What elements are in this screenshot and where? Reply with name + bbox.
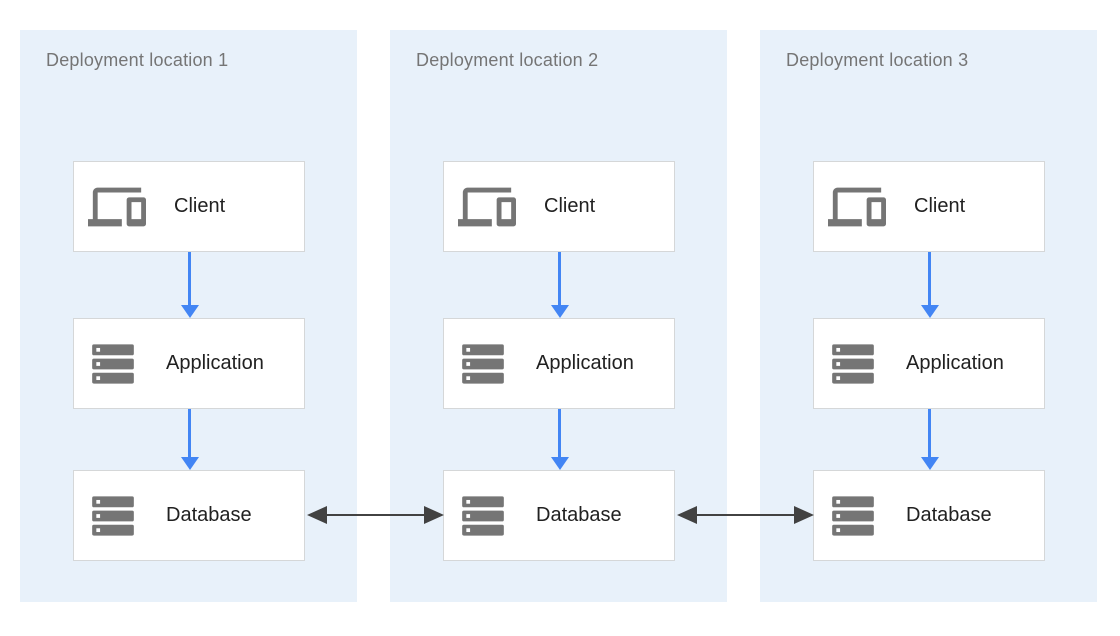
devices-icon — [458, 187, 516, 226]
node-label: Client — [914, 195, 966, 217]
client-to-application-arrow — [180, 252, 199, 318]
server-stack-icon — [462, 495, 504, 536]
devices-icon — [88, 187, 146, 226]
node-label: Application — [906, 352, 1004, 374]
database-node: Database — [73, 470, 305, 561]
client-node: Client — [813, 161, 1045, 252]
node-label: Database — [166, 504, 252, 526]
deployment-location-3-panel: Deployment location 3 Client — [760, 30, 1097, 602]
application-to-database-arrow — [920, 409, 939, 470]
server-stack-icon — [92, 343, 134, 384]
client-node: Client — [443, 161, 675, 252]
node-label: Application — [166, 352, 264, 374]
deployment-location-1-panel: Deployment location 1 Client — [20, 30, 357, 602]
node-label: Application — [536, 352, 634, 374]
database-node: Database — [443, 470, 675, 561]
client-to-application-arrow — [920, 252, 939, 318]
deployment-location-2-panel: Deployment location 2 Client — [390, 30, 727, 602]
node-label: Client — [174, 195, 226, 217]
application-node: Application — [813, 318, 1045, 409]
application-node: Application — [443, 318, 675, 409]
devices-icon — [828, 187, 886, 226]
client-to-application-arrow — [550, 252, 569, 318]
node-label: Database — [536, 504, 622, 526]
database-node: Database — [813, 470, 1045, 561]
server-stack-icon — [92, 495, 134, 536]
server-stack-icon — [832, 495, 874, 536]
node-label: Client — [544, 195, 596, 217]
server-stack-icon — [832, 343, 874, 384]
node-label: Database — [906, 504, 992, 526]
panel-title: Deployment location 3 — [786, 50, 969, 70]
application-to-database-arrow — [180, 409, 199, 470]
panel-title: Deployment location 2 — [416, 50, 599, 70]
client-node: Client — [73, 161, 305, 252]
application-node: Application — [73, 318, 305, 409]
database2-database3-bidirectional-arrow — [677, 506, 814, 524]
database1-database2-bidirectional-arrow — [307, 506, 444, 524]
server-stack-icon — [462, 343, 504, 384]
application-to-database-arrow — [550, 409, 569, 470]
panel-title: Deployment location 1 — [46, 50, 229, 70]
